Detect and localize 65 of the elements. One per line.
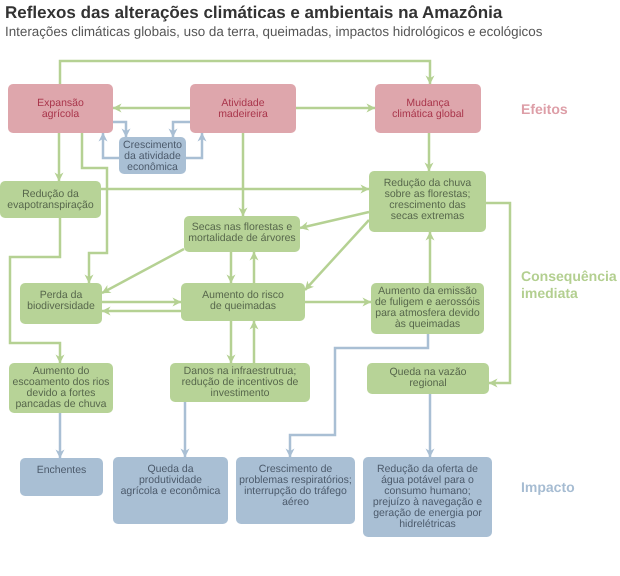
arrow — [250, 252, 258, 283]
arrow — [98, 132, 119, 160]
section-label: Consequência imediata — [521, 268, 618, 302]
process-box — [190, 84, 296, 133]
arrow — [8, 218, 64, 364]
node-label: Danos na infraestrutrua; redução de incentivos de investimento — [180, 366, 300, 399]
process-box — [0, 181, 101, 218]
node-label: Mudança climática global — [391, 98, 465, 120]
node-label: Atividade madeireira — [217, 98, 269, 120]
arrow — [424, 133, 434, 172]
process-box — [113, 457, 228, 524]
arrow — [101, 184, 370, 194]
arrow — [180, 402, 190, 458]
process-box — [20, 283, 102, 324]
arrow — [58, 60, 434, 84]
arrow — [186, 132, 206, 160]
arrow — [305, 298, 372, 306]
node-label: Aumento do risco de queimadas — [201, 290, 285, 312]
arrow — [112, 104, 190, 112]
arrow — [113, 120, 130, 138]
arrow — [102, 306, 181, 316]
node-label: Secas nas florestas e mortalidade de árvores — [187, 222, 297, 244]
arrow — [300, 210, 370, 230]
process-box — [170, 363, 310, 402]
arrow — [250, 320, 258, 363]
section-label: Impacto — [521, 479, 576, 496]
process-box — [369, 171, 486, 232]
process-box — [20, 458, 103, 496]
process-box — [184, 216, 300, 252]
node-label: Redução da chuva sobre as florestas; crescimento das secas extremas — [382, 178, 472, 222]
node-label: Crescimento da atividade econômica — [122, 140, 183, 173]
section-label: Efeitos — [521, 101, 569, 118]
process-box — [363, 457, 492, 537]
arrow — [238, 133, 248, 216]
process-box — [8, 84, 113, 133]
arrow — [426, 394, 434, 458]
arrow — [56, 413, 64, 458]
arrow — [168, 120, 190, 138]
arrow — [101, 248, 185, 294]
arrow — [304, 219, 370, 291]
node-label: Redução da oferta de água potável para o consumo humano; prejuízo à navegação e geração de energia por hidrelétricas — [372, 464, 484, 530]
node-label: Queda da produtividade agrícola e econômica — [120, 464, 221, 497]
arrow — [226, 321, 236, 364]
node-label: Aumento do escoamento dos rios devido a fortes pancadas de chuva — [12, 366, 110, 410]
process-box — [236, 457, 355, 524]
subtitle: Interações climáticas globais, uso da terra, queimadas, impactos hidrológicos e ecológicos — [5, 24, 542, 40]
process-box — [367, 363, 489, 394]
node-label: Expansão agrícola — [36, 98, 85, 120]
title: Reflexos das alterações climáticas e ambientais na Amazônia — [5, 3, 502, 23]
arrow — [486, 202, 512, 388]
arrow — [102, 298, 182, 306]
node-label: Enchentes — [36, 465, 86, 476]
arrow — [286, 334, 430, 458]
arrow — [296, 104, 376, 112]
arrow — [226, 252, 236, 284]
process-box — [375, 84, 481, 133]
arrow — [54, 133, 64, 182]
node-label: Perda da biodiversidade — [26, 290, 96, 312]
arrow — [426, 232, 434, 283]
process-box — [181, 283, 305, 321]
arrow — [80, 133, 108, 284]
node-label: Aumento da emissão de fuligem e aerossóis para atmosfera devido às queimadas — [374, 286, 482, 330]
node-label: Queda na vazão regional — [388, 367, 468, 389]
node-label: Redução da evapotranspiração — [6, 188, 95, 210]
node-label: Crescimento de problemas respiratórios; interrupção do tráfego aéreo — [238, 464, 353, 508]
